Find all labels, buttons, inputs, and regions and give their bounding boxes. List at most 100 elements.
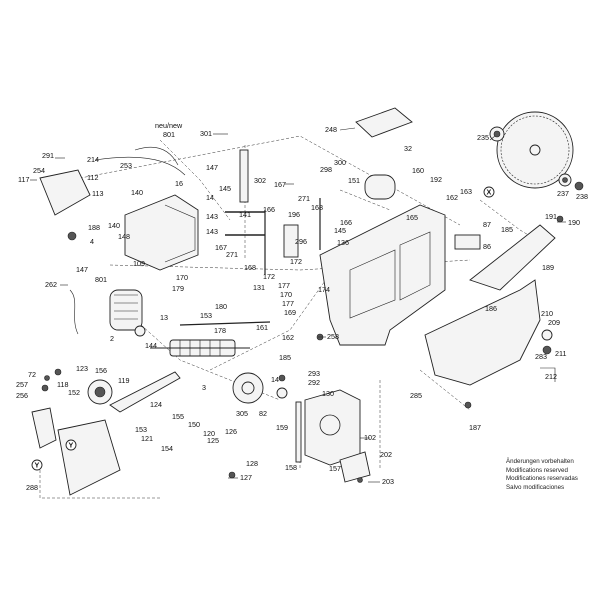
tube-159	[295, 401, 302, 463]
part-label-32: 32	[404, 144, 412, 153]
marker-y2	[65, 439, 77, 451]
part-label-177b: 177	[282, 299, 294, 308]
part-label-271: 271	[298, 194, 310, 203]
note-line-es1: Modificationes reservadas	[506, 475, 578, 483]
part-label-136: 136	[337, 238, 349, 247]
part-label-211: 211	[555, 349, 566, 358]
part-label-154: 154	[161, 444, 173, 453]
part-label-258: 258	[327, 332, 339, 341]
part-label-159: 159	[276, 423, 288, 432]
part-label-302: 302	[254, 176, 266, 185]
part-label-169: 169	[284, 308, 296, 317]
housing-165	[319, 204, 446, 346]
note-line-en: Modifications reserved	[506, 466, 568, 474]
part-label-143b: 143	[206, 227, 218, 236]
part-label-283: 283	[535, 352, 547, 361]
spring-253	[94, 156, 186, 176]
part-label-212: 212	[545, 372, 557, 381]
part-number-labels: neu/new 801 301 248 235 291 214 254 117 …	[16, 121, 588, 492]
part-label-144: 144	[145, 341, 157, 350]
part-label-180: 180	[215, 302, 227, 311]
part-label-125: 125	[207, 436, 219, 445]
part-label-4: 4	[90, 237, 94, 246]
part-label-127: 127	[240, 473, 252, 482]
cord-262	[69, 289, 79, 335]
part-label-130: 130	[322, 389, 334, 398]
part-label-166: 166	[263, 205, 275, 214]
part-label-13: 13	[160, 313, 168, 322]
part-label-86: 86	[483, 242, 491, 251]
part-label-161: 161	[256, 323, 268, 332]
part-label-172b: 172	[263, 272, 275, 281]
part-label-147b: 147	[76, 265, 88, 274]
part-label-191: 191	[545, 212, 557, 221]
part-label-172: 172	[290, 257, 302, 266]
part-label-253: 253	[120, 161, 132, 170]
part-label-293: 293	[308, 369, 320, 378]
part-label-209: 209	[548, 318, 560, 327]
part-label-124: 124	[150, 400, 162, 409]
part-label-141: 141	[239, 210, 251, 219]
part-label-202: 202	[380, 450, 392, 459]
part-label-158: 158	[285, 463, 297, 472]
part-label-301: 301	[200, 129, 212, 138]
handle-part	[31, 407, 57, 449]
part-label-157: 157	[329, 464, 341, 473]
part-label-298: 298	[320, 165, 332, 174]
note-line-de: Änderungen vorbehalten	[506, 458, 574, 465]
part-label-170: 170	[176, 273, 188, 282]
part-label-305: 305	[236, 409, 248, 418]
part-label-300: 300	[334, 158, 346, 167]
part-label-248: 248	[325, 125, 337, 134]
marker-y1-label: Y	[35, 461, 40, 470]
part-label-2: 2	[110, 334, 114, 343]
part-label-214: 214	[87, 155, 99, 164]
note-line-es2: Salvo modificaciones	[506, 483, 565, 491]
cable-801	[134, 146, 179, 166]
part-label-801c: 801	[95, 275, 107, 284]
saw-blade	[496, 111, 574, 189]
part-label-121: 121	[141, 434, 153, 443]
part-label-210: 210	[541, 309, 553, 318]
part-label-151: 151	[348, 176, 360, 185]
part-label-102: 102	[364, 433, 376, 442]
part-label-112: 112	[87, 173, 98, 182]
part-label-187: 187	[469, 423, 481, 432]
leader-lines	[30, 127, 566, 483]
part-label-72: 72	[28, 370, 36, 379]
marker-x-label: X	[487, 188, 492, 197]
part-label-128: 128	[246, 459, 258, 468]
part-label-123: 123	[76, 364, 88, 373]
part-label-174: 174	[318, 285, 330, 294]
part-label-162b: 162	[282, 333, 294, 342]
armature-3	[150, 339, 250, 357]
stator-2	[109, 289, 143, 331]
part-label-254: 254	[33, 166, 45, 175]
part-label-140: 140	[131, 188, 143, 197]
part-label-147: 147	[206, 163, 218, 172]
part-label-120: 120	[203, 429, 215, 438]
bar-302	[239, 149, 249, 203]
guard-186	[424, 279, 541, 386]
part-label-167b: 167	[215, 243, 227, 252]
marker-y2-label: Y	[69, 441, 74, 450]
bellows-151	[364, 174, 396, 200]
part-label-179: 179	[172, 284, 184, 293]
part-label-131: 131	[253, 283, 265, 292]
lower-guard	[57, 419, 121, 496]
part-label-238: 238	[576, 192, 588, 201]
part-label-271b: 271	[226, 250, 238, 259]
part-label-126: 126	[225, 427, 237, 436]
part-label-292: 292	[308, 378, 320, 387]
part-label-285: 285	[410, 391, 422, 400]
part-label-235: 235	[477, 133, 489, 142]
part-label-160: 160	[412, 166, 424, 175]
marker-x	[483, 186, 495, 198]
bracket-157	[339, 451, 371, 483]
part-label-166b: 166	[340, 218, 352, 227]
part-label-185: 185	[501, 225, 513, 234]
part-label-145: 145	[219, 184, 231, 193]
part-label-165: 165	[406, 213, 418, 222]
part-label-196: 196	[288, 210, 300, 219]
